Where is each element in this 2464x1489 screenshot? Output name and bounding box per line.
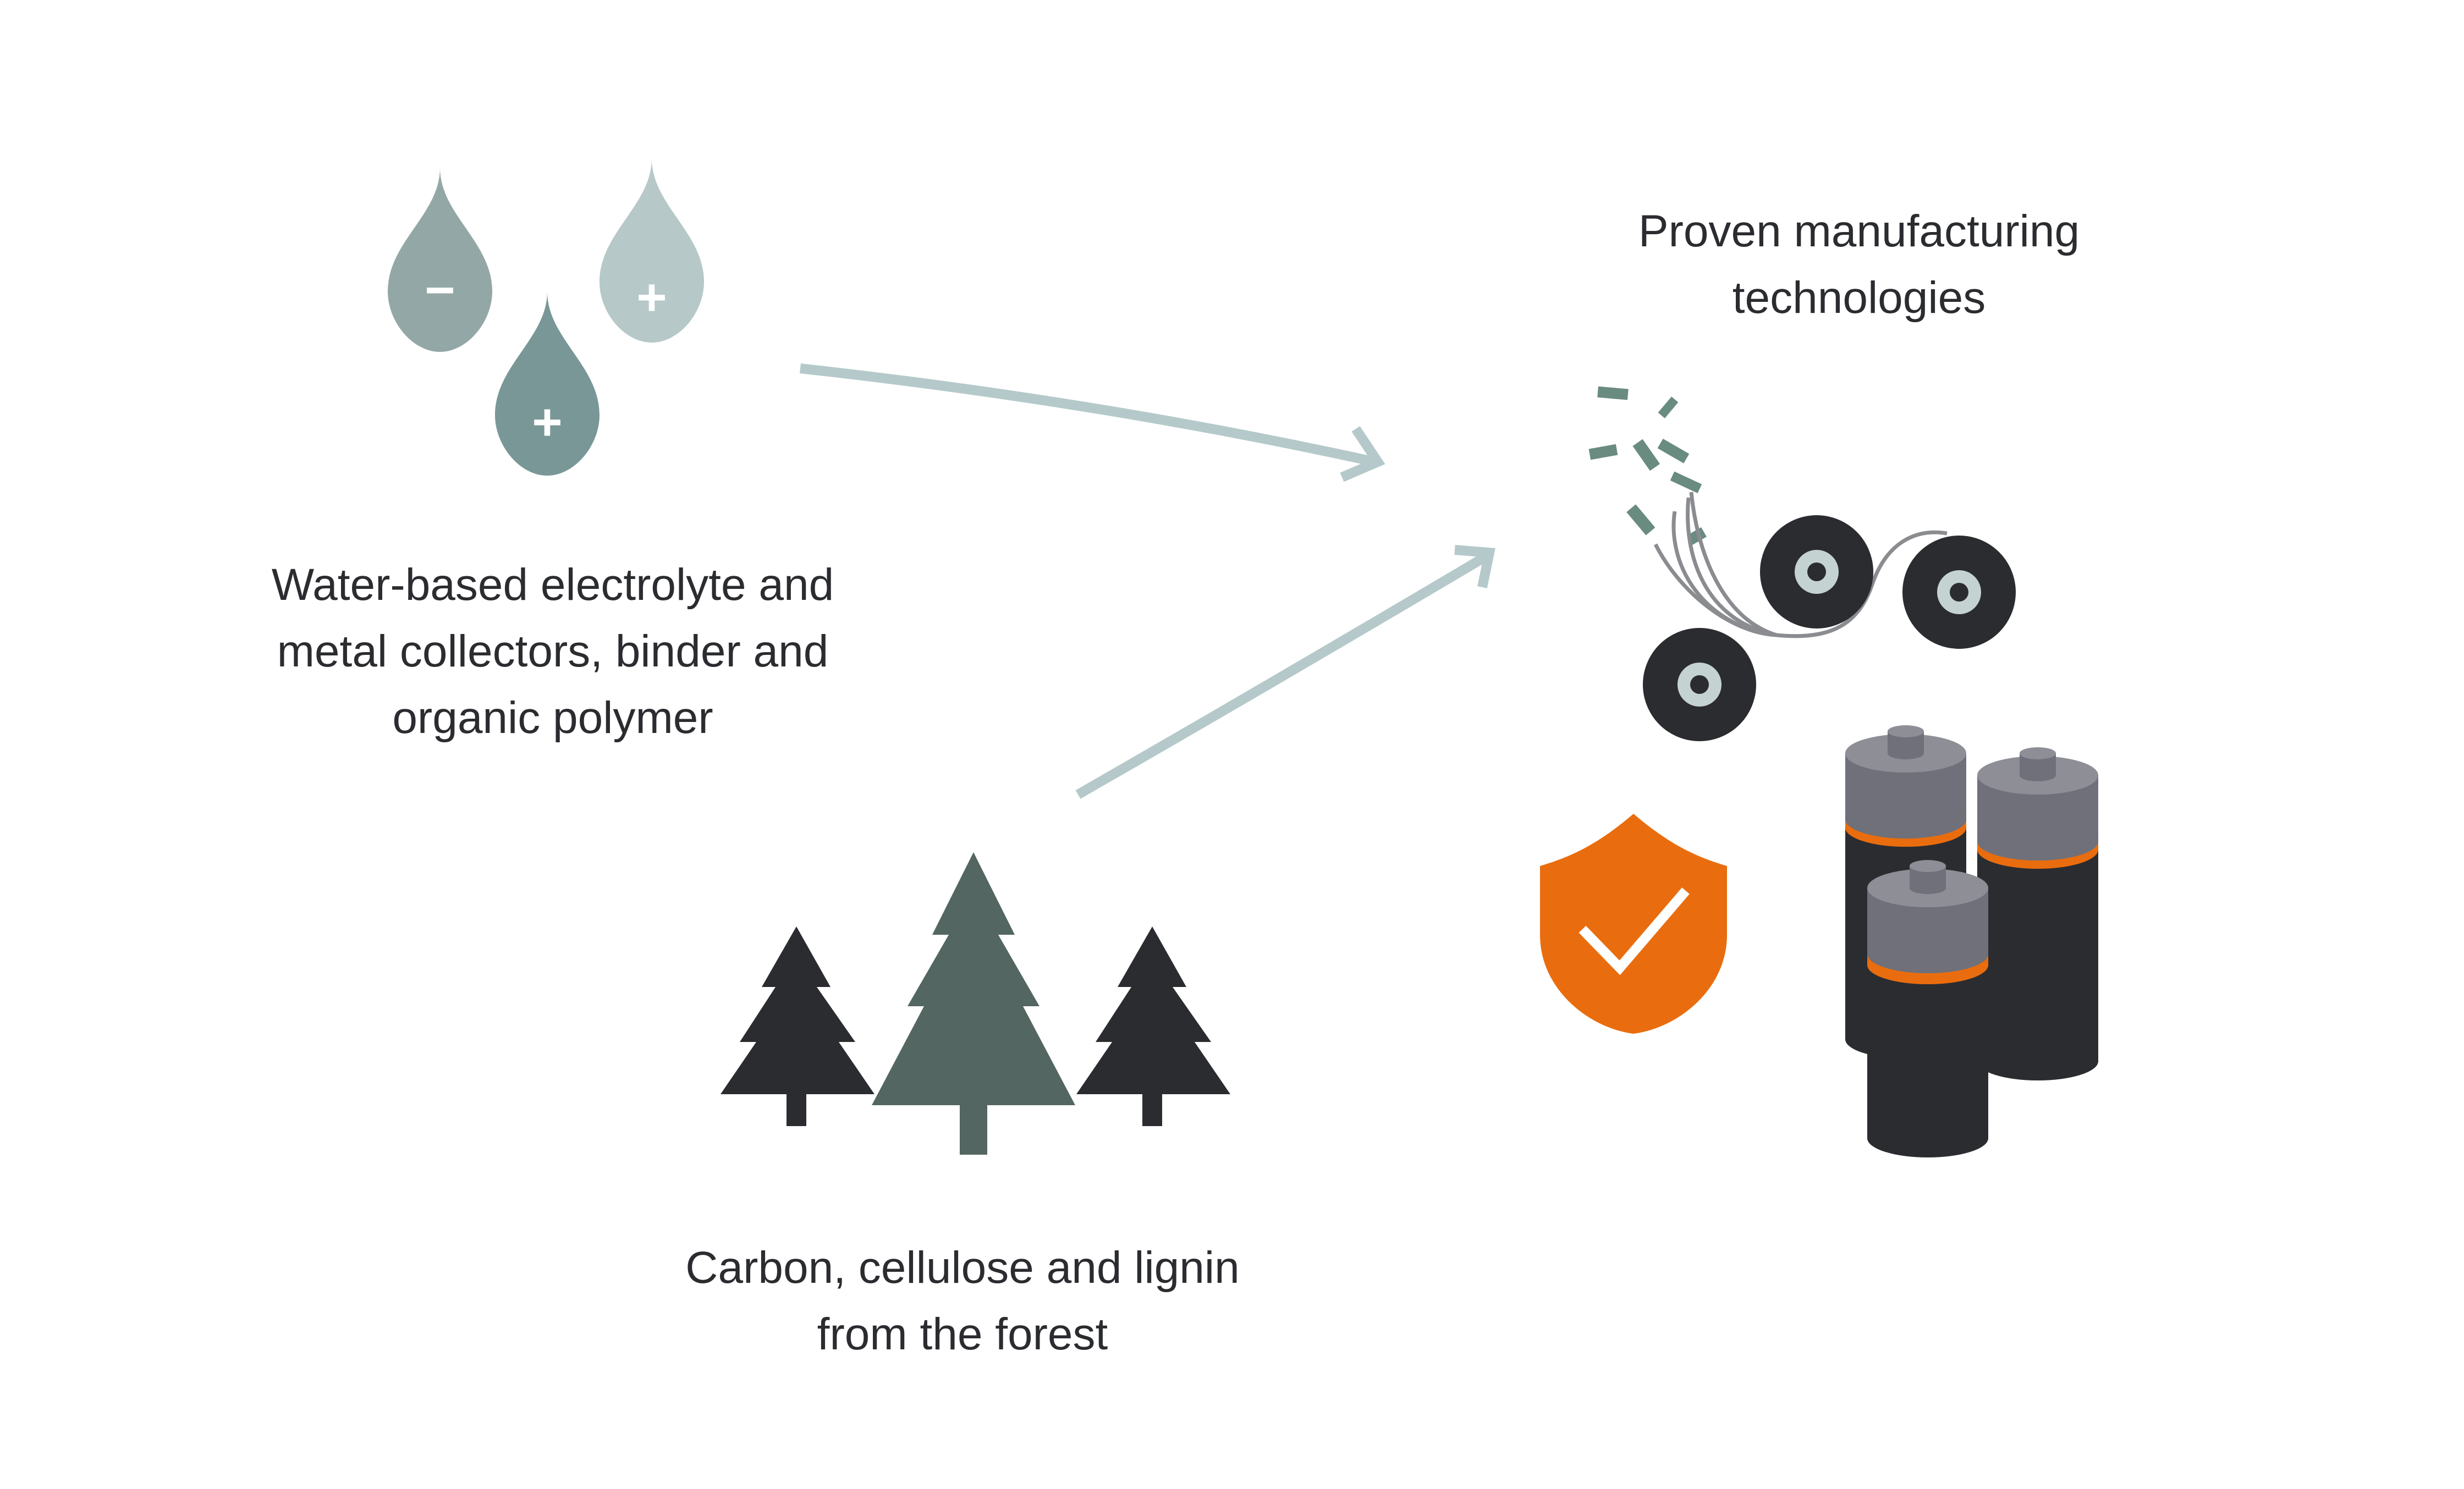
tree-right-icon [1076, 927, 1230, 1126]
drop-positive-icon: + [495, 291, 600, 476]
caption-line: Carbon, cellulose and lignin [685, 1243, 1240, 1293]
caption-line: organic polymer [392, 693, 713, 743]
battery-front [1867, 860, 1988, 1157]
forest-materials-caption: Carbon, cellulose and lignin from the fo… [616, 1234, 1309, 1367]
material-flakes [1588, 386, 1707, 545]
caption-line: from the forest [817, 1309, 1108, 1359]
forest-trees [721, 852, 1230, 1155]
shield-check-icon [1540, 814, 1727, 1034]
water-electrolyte-caption: Water-based electrolyte and metal collec… [209, 552, 897, 751]
drop-sign-negative: − [425, 261, 455, 319]
battery-back-right [1977, 747, 2098, 1080]
arrow-forest-to-manufacturing [1075, 545, 1495, 799]
drop-positive-icon: + [600, 158, 704, 343]
caption-line: technologies [1732, 273, 1986, 323]
arrow-drops-to-manufacturing [800, 363, 1385, 482]
drop-negative-icon: − [388, 168, 492, 352]
roller-left-icon [1643, 628, 1756, 741]
tree-left-icon [721, 927, 875, 1126]
manufacturing-rollers-icon [1588, 386, 2016, 741]
drop-sign-positive-bottom: + [532, 393, 562, 451]
electrolyte-drops: − + + [388, 158, 704, 476]
film-strands [1653, 492, 1948, 638]
manufacturing-caption: Proven manufacturing technologies [1557, 198, 2162, 331]
roller-right-icon [1902, 536, 2016, 649]
roller-top-icon [1760, 515, 1873, 628]
drop-sign-positive-top: + [636, 268, 667, 327]
caption-line: Water-based electrolyte and [271, 560, 834, 610]
caption-line: Proven manufacturing [1638, 206, 2080, 256]
tree-center-icon [872, 852, 1075, 1155]
caption-line: metal collectors, binder and [277, 626, 829, 676]
battery-cells-icon [1845, 725, 2098, 1157]
